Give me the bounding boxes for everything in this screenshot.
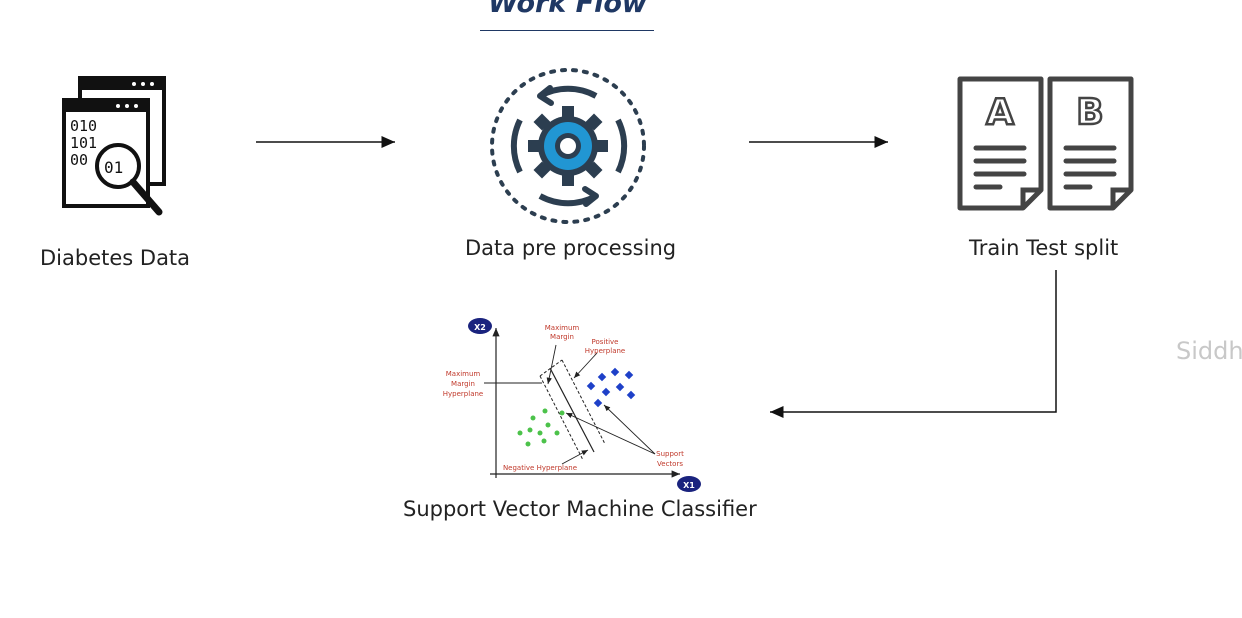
svm-label-support-1: Support [656, 450, 684, 458]
step-label-classifier: Support Vector Machine Classifier [403, 497, 757, 521]
database-search-icon: 010 101 00 01 [62, 76, 166, 216]
arrow-split-to-classifier [770, 270, 1057, 418]
magnifier-text: 01 [104, 158, 123, 177]
svm-label-positive-1: Positive [592, 338, 619, 346]
svm-label-mmh-2: Margin [451, 380, 475, 388]
workflow-title: Work Flow [488, 0, 647, 19]
watermark-text: Siddh [1176, 337, 1242, 365]
svm-label-max-margin-2: Margin [550, 333, 574, 341]
gear-process-icon [490, 68, 646, 224]
svm-label-positive-2: Hyperplane [585, 347, 625, 355]
doc-letter-b: B [1076, 92, 1103, 133]
doc-letter-a: A [986, 92, 1014, 133]
svm-label-support-2: Vectors [657, 460, 683, 468]
step-label-preprocessing: Data pre processing [465, 236, 677, 260]
svm-illustration: X2 X1 [443, 318, 701, 492]
svm-axis-x2: X2 [474, 323, 486, 332]
svm-axis-x1: X1 [683, 481, 695, 490]
step-label-split: Train Test split [969, 236, 1119, 260]
binary-line-3: 00 [70, 151, 88, 169]
document-split-icon: A B [957, 76, 1134, 211]
svm-label-mmh-3: Hyperplane [443, 390, 483, 398]
binary-line-1: 010 [70, 117, 97, 135]
title-underline [480, 30, 654, 31]
binary-line-2: 101 [70, 134, 97, 152]
svm-label-max-margin-1: Maximum [545, 324, 580, 332]
svm-label-negative: Negative Hyperplane [503, 464, 577, 472]
step-label-data: Diabetes Data [40, 246, 191, 270]
svm-label-mmh-1: Maximum [446, 370, 481, 378]
